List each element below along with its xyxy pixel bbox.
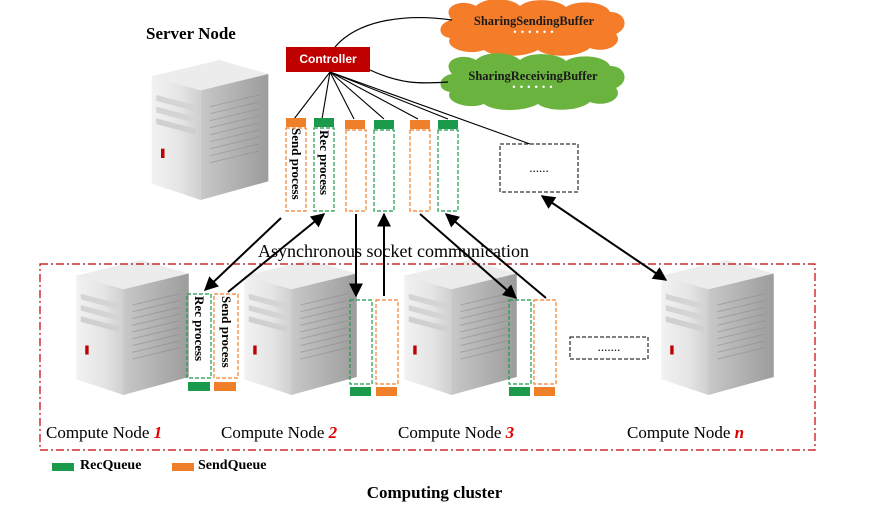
- sending-buffer-cloud: [440, 0, 625, 56]
- server-tower-icon: [660, 260, 775, 395]
- receiving-buffer-dots: • • • • • •: [512, 82, 554, 92]
- async-communication-label: Asynchronous socket communication: [258, 241, 529, 261]
- server-tower-icon: [243, 260, 358, 395]
- server-tower-icon: [403, 260, 518, 395]
- server-ellipsis-text: ......: [529, 160, 549, 175]
- legend-recqueue-swatch: [52, 463, 74, 471]
- server-tower-icon: [75, 260, 190, 395]
- legend-recqueue-label: RecQueue: [80, 458, 142, 473]
- node1-rec-process-label: Rec process: [192, 296, 207, 362]
- node1-send-process-label: Send process: [219, 296, 234, 368]
- server-send-process-label: Send process: [289, 128, 304, 200]
- compute-node-n-label: Compute Node n: [627, 423, 745, 442]
- server-rec-process-label: Rec process: [317, 130, 332, 196]
- controller-label: Controller: [299, 52, 357, 66]
- sending-buffer-label: SharingSendingBuffer: [473, 14, 595, 28]
- sending-buffer-dots: • • • • • •: [513, 27, 555, 37]
- legend-sendqueue-label: SendQueue: [198, 458, 267, 473]
- compute-ellipsis-text: .......: [597, 339, 621, 354]
- server-node-title: Server Node: [146, 24, 236, 43]
- server-tower-icon: [151, 60, 269, 200]
- compute-node-2-label: Compute Node 2: [221, 423, 338, 442]
- controller-box: [286, 47, 370, 72]
- legend-sendqueue-swatch: [172, 463, 194, 471]
- compute-node-1-label: Compute Node 1: [46, 423, 163, 442]
- compute-node-3-label: Compute Node 3: [398, 423, 515, 442]
- receiving-buffer-label: SharingReceivingBuffer: [468, 69, 598, 83]
- computing-cluster-caption: Computing cluster: [366, 483, 503, 502]
- receiving-buffer-cloud: [440, 53, 625, 110]
